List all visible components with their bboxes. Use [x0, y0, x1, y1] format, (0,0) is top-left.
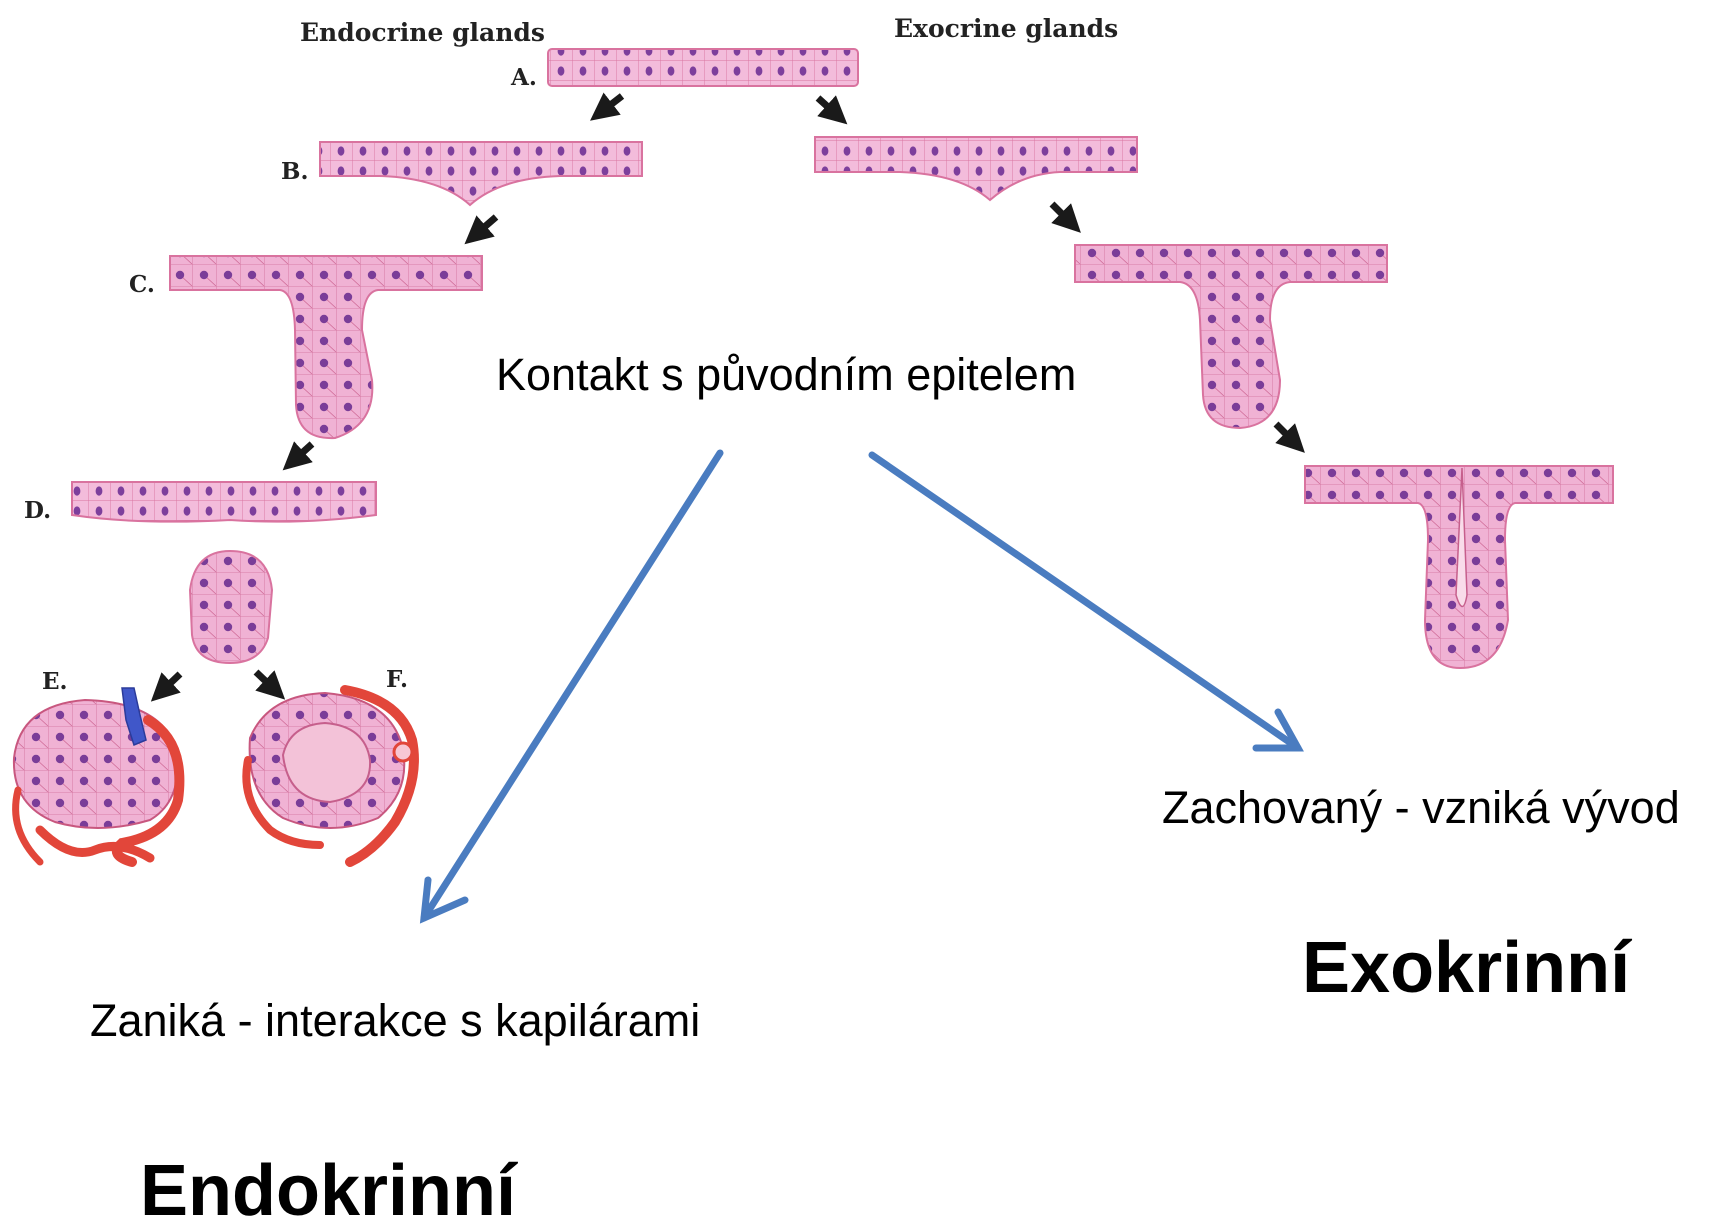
- title-exocrine: Exokrinní: [1302, 927, 1630, 1009]
- caption-contact: Kontakt s původním epitelem: [496, 349, 1076, 401]
- epithelium-stage-a: [548, 49, 858, 86]
- step-label-f: F.: [386, 666, 408, 693]
- arrow-b-to-c-left: [474, 217, 496, 236]
- epithelium-stage-d-exocrine: [1305, 466, 1613, 668]
- epithelium-stage-c-endocrine: [170, 256, 482, 438]
- endocrine-gland-e: [14, 688, 179, 862]
- arrow-a-to-b-right: [818, 98, 838, 116]
- exocrine-heading: Exocrine glands: [894, 14, 1118, 43]
- arrow-c-to-d-left: [292, 444, 312, 462]
- step-label-b: B.: [281, 158, 308, 185]
- arrow-d-to-f: [256, 672, 276, 691]
- arrow-a-to-b-left: [600, 96, 622, 113]
- caption-endocrine: Zaniká - interakce s kapilárami: [90, 995, 700, 1047]
- epithelium-stage-b-endocrine: [320, 142, 642, 205]
- step-label-c: C.: [129, 271, 155, 298]
- endocrine-heading: Endocrine glands: [300, 18, 545, 47]
- blue-arrow-to-endocrine: [424, 453, 720, 918]
- caption-exocrine: Zachovaný - vzniká vývod: [1162, 782, 1680, 834]
- endocrine-follicle-f: [246, 690, 414, 862]
- step-label-d: D.: [24, 497, 51, 524]
- epithelium-stage-d-endocrine: [72, 482, 376, 663]
- epithelium-stage-c-exocrine: [1075, 245, 1387, 428]
- arrow-b-to-c-right: [1052, 204, 1072, 224]
- blue-arrows: [424, 453, 1298, 918]
- title-endocrine: Endokrinní: [140, 1150, 516, 1232]
- arrow-c-to-d-right: [1276, 424, 1296, 444]
- step-label-e: E.: [42, 668, 68, 695]
- blue-arrow-to-exocrine: [872, 455, 1298, 748]
- step-label-a: A.: [511, 64, 537, 91]
- arrow-d-to-e: [160, 674, 180, 693]
- epithelium-stage-b-exocrine: [815, 137, 1137, 200]
